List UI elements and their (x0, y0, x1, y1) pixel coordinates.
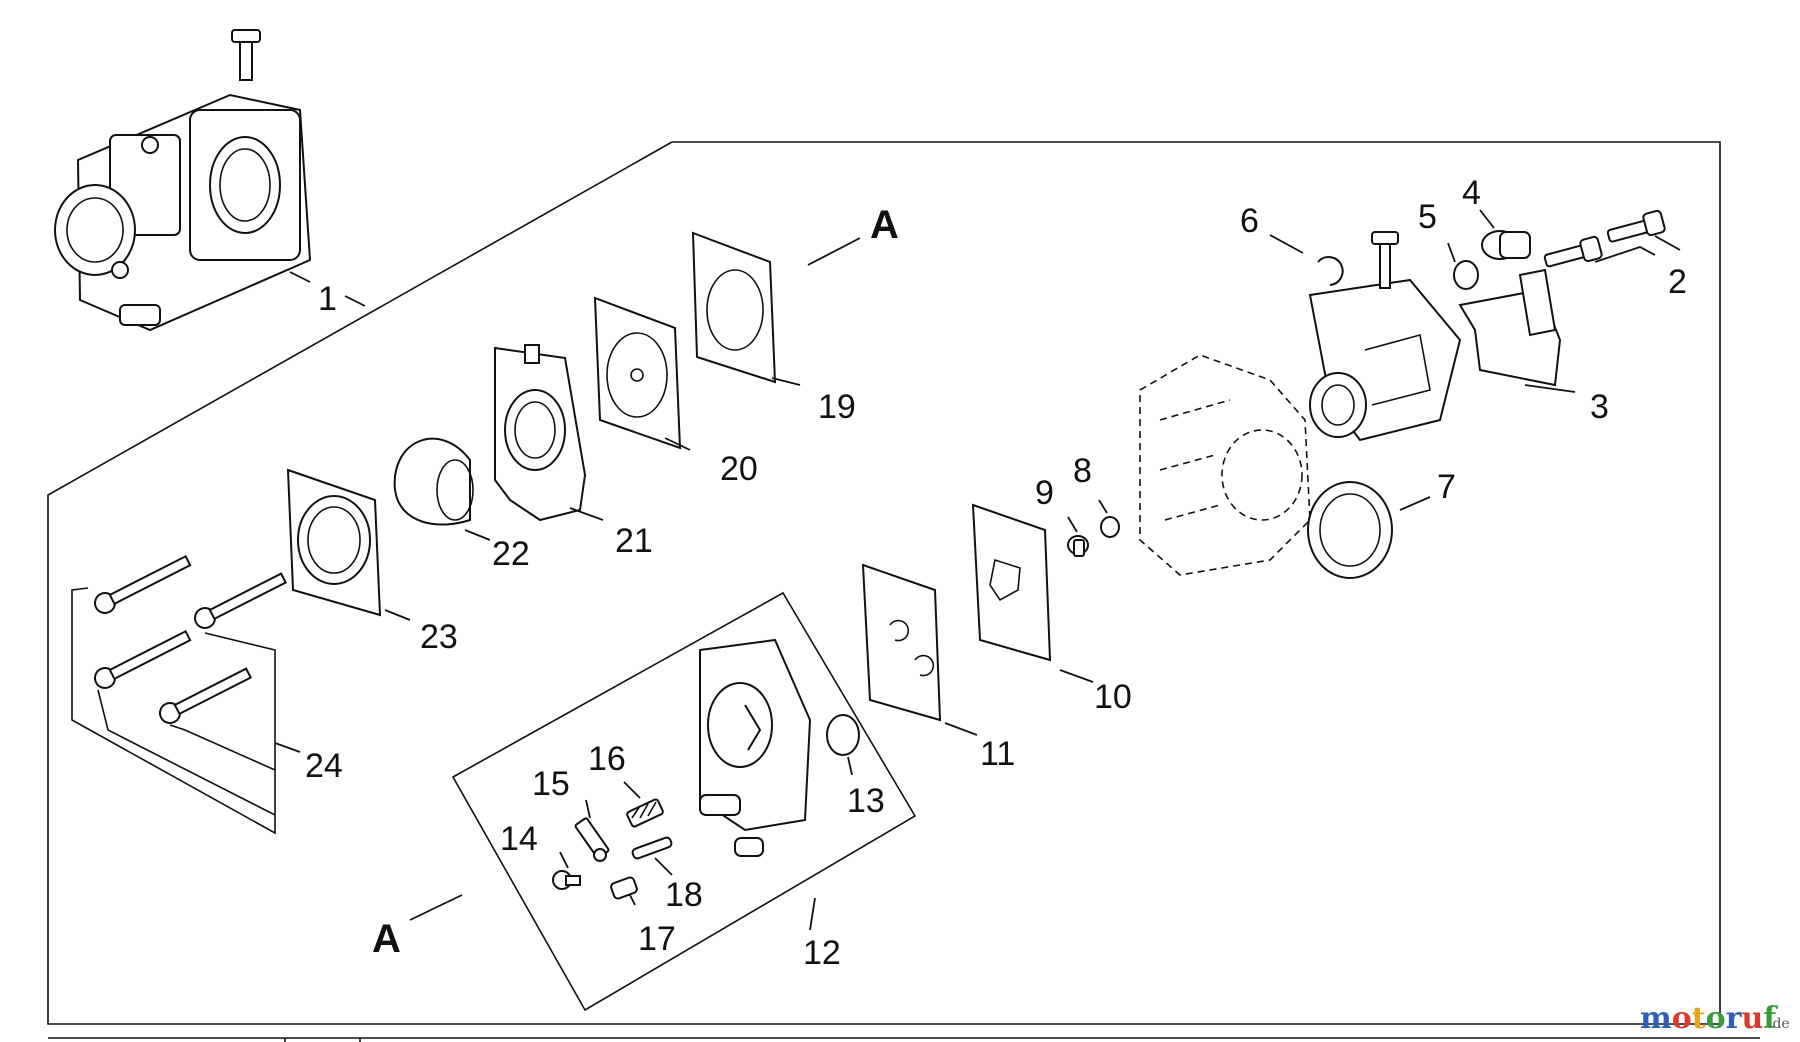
watermark-letter: f (1763, 1001, 1778, 1036)
watermark-letter: o (1706, 1001, 1726, 1036)
callout-18: 18 (665, 876, 703, 914)
pump-diaphragm (593, 296, 682, 450)
needle-seat (1100, 516, 1120, 538)
watermark-letter: t (1692, 1001, 1706, 1036)
watermark-letter: m (1640, 1001, 1672, 1036)
carburetor-assembly (54, 29, 312, 332)
callout-1: 1 (318, 280, 337, 318)
carburetor-body (1139, 354, 1311, 576)
screw-bracket (71, 587, 276, 835)
callout-24: 24 (305, 747, 343, 785)
watermark-letter: u (1741, 1001, 1763, 1036)
pump-body (699, 638, 812, 857)
callout-15: 15 (532, 765, 570, 803)
callout-20: 20 (720, 450, 758, 488)
adjuster-cap (1481, 230, 1531, 260)
callout-7: 7 (1437, 468, 1456, 506)
callout-labels: 1 2 3 4 5 6 7 8 9 10 11 12 13 14 15 16 1… (305, 174, 1687, 972)
screws (94, 554, 288, 724)
callout-19: 19 (818, 388, 856, 426)
callout-12: 12 (803, 934, 841, 972)
spring (626, 798, 664, 828)
callout-16: 16 (588, 740, 626, 778)
pin (631, 836, 673, 860)
e-clip (1317, 256, 1344, 286)
callout-17: 17 (638, 920, 676, 958)
washer (1453, 260, 1479, 290)
callout-3: 3 (1590, 388, 1609, 426)
pump-cover (286, 468, 382, 617)
callout-2: 2 (1668, 263, 1687, 301)
inlet-needle (1067, 535, 1089, 557)
section-marker-a-bottom: A (372, 917, 401, 961)
pump-kit-frame (451, 591, 917, 1012)
callout-23: 23 (420, 618, 458, 656)
watermark-logo: motoruf .de (1640, 1001, 1790, 1036)
lever-pin (574, 817, 610, 862)
check-valve (826, 714, 860, 756)
small-screw (552, 870, 581, 890)
metering-diaphragm (861, 563, 942, 722)
throttle-body (1308, 231, 1462, 442)
assembly-frame (47, 141, 1760, 1042)
callout-5: 5 (1418, 198, 1437, 236)
svg-text:motoruf: motoruf (1640, 1001, 1778, 1036)
callout-10: 10 (1094, 678, 1132, 716)
primer-cover (494, 344, 587, 522)
watermark-letter: o (1672, 1001, 1692, 1036)
callout-22: 22 (492, 535, 530, 573)
throttle-lever (1458, 268, 1562, 387)
callout-13: 13 (847, 782, 885, 820)
gasket-ring (1307, 481, 1393, 579)
callout-4: 4 (1462, 174, 1481, 212)
callout-9: 9 (1035, 474, 1054, 512)
section-marker-a-top: A (870, 203, 899, 247)
watermark-letter: r (1726, 1001, 1743, 1036)
plug (610, 876, 638, 900)
callout-8: 8 (1073, 452, 1092, 490)
watermark-suffix: .de (1768, 1016, 1790, 1032)
callout-6: 6 (1240, 202, 1259, 240)
primer-bulb (393, 437, 474, 526)
bolt-pair (1543, 209, 1666, 268)
callout-14: 14 (500, 820, 538, 858)
pump-gasket (691, 231, 777, 384)
callout-11: 11 (980, 735, 1015, 773)
leader-lines (274, 209, 1681, 931)
callout-21: 21 (615, 522, 653, 560)
metering-gasket (971, 503, 1052, 662)
